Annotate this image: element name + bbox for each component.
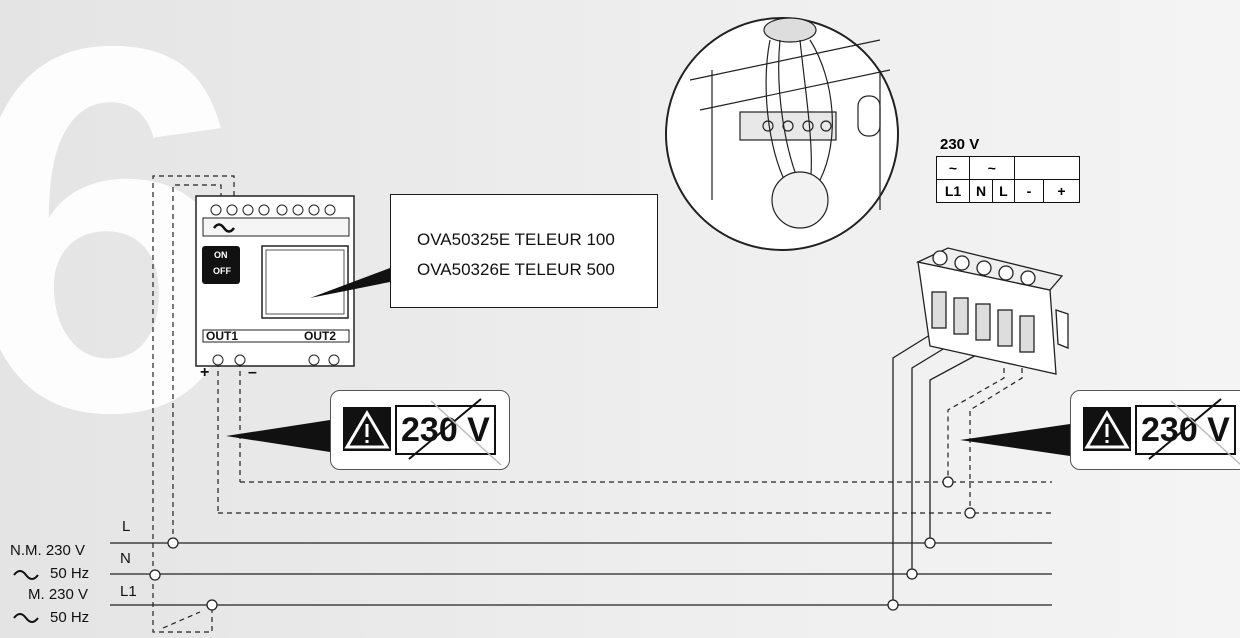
minus-label: – — [248, 364, 257, 381]
device-tilde-icon — [212, 223, 236, 233]
terminal-wires — [892, 329, 983, 605]
voltage-text: 230 V — [1141, 411, 1230, 449]
model-line-1: OVA50325E TELEUR 100 — [417, 230, 615, 249]
device-terminals-bottom — [212, 354, 340, 366]
terminal-table: ~ ~ L1 N L - + — [936, 156, 1080, 203]
terminal-wire-1 — [892, 329, 939, 605]
zoom-detail — [665, 17, 899, 251]
junction — [964, 507, 976, 519]
terminal-block — [915, 247, 1069, 375]
on-off-switch — [202, 246, 240, 284]
device-feed-inner — [172, 184, 222, 543]
voltage-text: 230 V — [401, 411, 490, 449]
warning-badge-left: 230 V — [330, 390, 510, 470]
m-voltage-label: M. 230 V — [28, 586, 89, 603]
warning-pointer-left — [226, 420, 330, 452]
terminal-top-cell: ~ — [969, 156, 1015, 180]
model-callout: OVA50325E TELEUR 100 OVA50326E TELEUR 50… — [390, 194, 658, 308]
line-n-label: N — [120, 550, 131, 567]
cross-icon — [408, 398, 502, 466]
line-l1-label: L1 — [120, 583, 137, 600]
switch-on-label: ON — [214, 250, 228, 260]
tilde-icon — [13, 570, 39, 623]
junction — [942, 476, 954, 488]
switch-contact-diag — [162, 611, 201, 629]
out2-label: OUT2 — [304, 329, 337, 343]
model-callout-pointer — [310, 268, 390, 298]
terminal-bottom-cell: - — [1013, 179, 1045, 203]
terminal-bottom-cell: + — [1043, 179, 1080, 203]
crossed-voltage: 230 V — [1135, 405, 1236, 455]
terminal-bottom-cell: L1 — [936, 179, 970, 203]
junction — [206, 599, 218, 611]
display-window — [261, 245, 349, 319]
terminal-bottom-cell: N — [968, 179, 994, 203]
terminal-table-title: 230 V — [940, 136, 980, 153]
switch-contact — [152, 575, 213, 633]
junction — [167, 537, 179, 549]
junction — [906, 568, 918, 580]
junction — [149, 569, 161, 581]
model-line-2: OVA50326E TELEUR 500 — [417, 260, 615, 279]
terminal-wire-5 — [969, 368, 1023, 513]
warning-icon — [1083, 407, 1131, 451]
warning-pointer-right — [960, 424, 1070, 456]
terminal-wire-4 — [947, 368, 1005, 482]
switch-off-label: OFF — [213, 266, 231, 276]
device-feed-outer — [152, 175, 235, 575]
line-l-label: L — [122, 518, 131, 535]
warning-badge-right: 230 V — [1070, 390, 1240, 470]
nm-voltage-label: N.M. 230 V — [10, 542, 86, 559]
device-terminals-top — [210, 204, 336, 216]
junctions — [149, 476, 976, 611]
terminal-top-cell: ~ — [936, 156, 970, 180]
terminal-top-cell — [1013, 156, 1080, 180]
terminal-wire-3 — [929, 351, 983, 543]
m-frequency-label: 50 Hz — [50, 609, 90, 626]
plus-label: + — [200, 364, 210, 381]
cross-icon — [1148, 398, 1240, 466]
junction — [924, 537, 936, 549]
warning-icon — [343, 407, 391, 451]
nm-frequency-label: 50 Hz — [50, 565, 90, 582]
out1-label: OUT1 — [206, 329, 239, 343]
control-lines — [152, 175, 1052, 633]
control-device — [195, 195, 355, 367]
junction — [887, 599, 899, 611]
terminal-wire-2 — [911, 339, 959, 574]
terminal-bottom-cell: L — [992, 179, 1015, 203]
